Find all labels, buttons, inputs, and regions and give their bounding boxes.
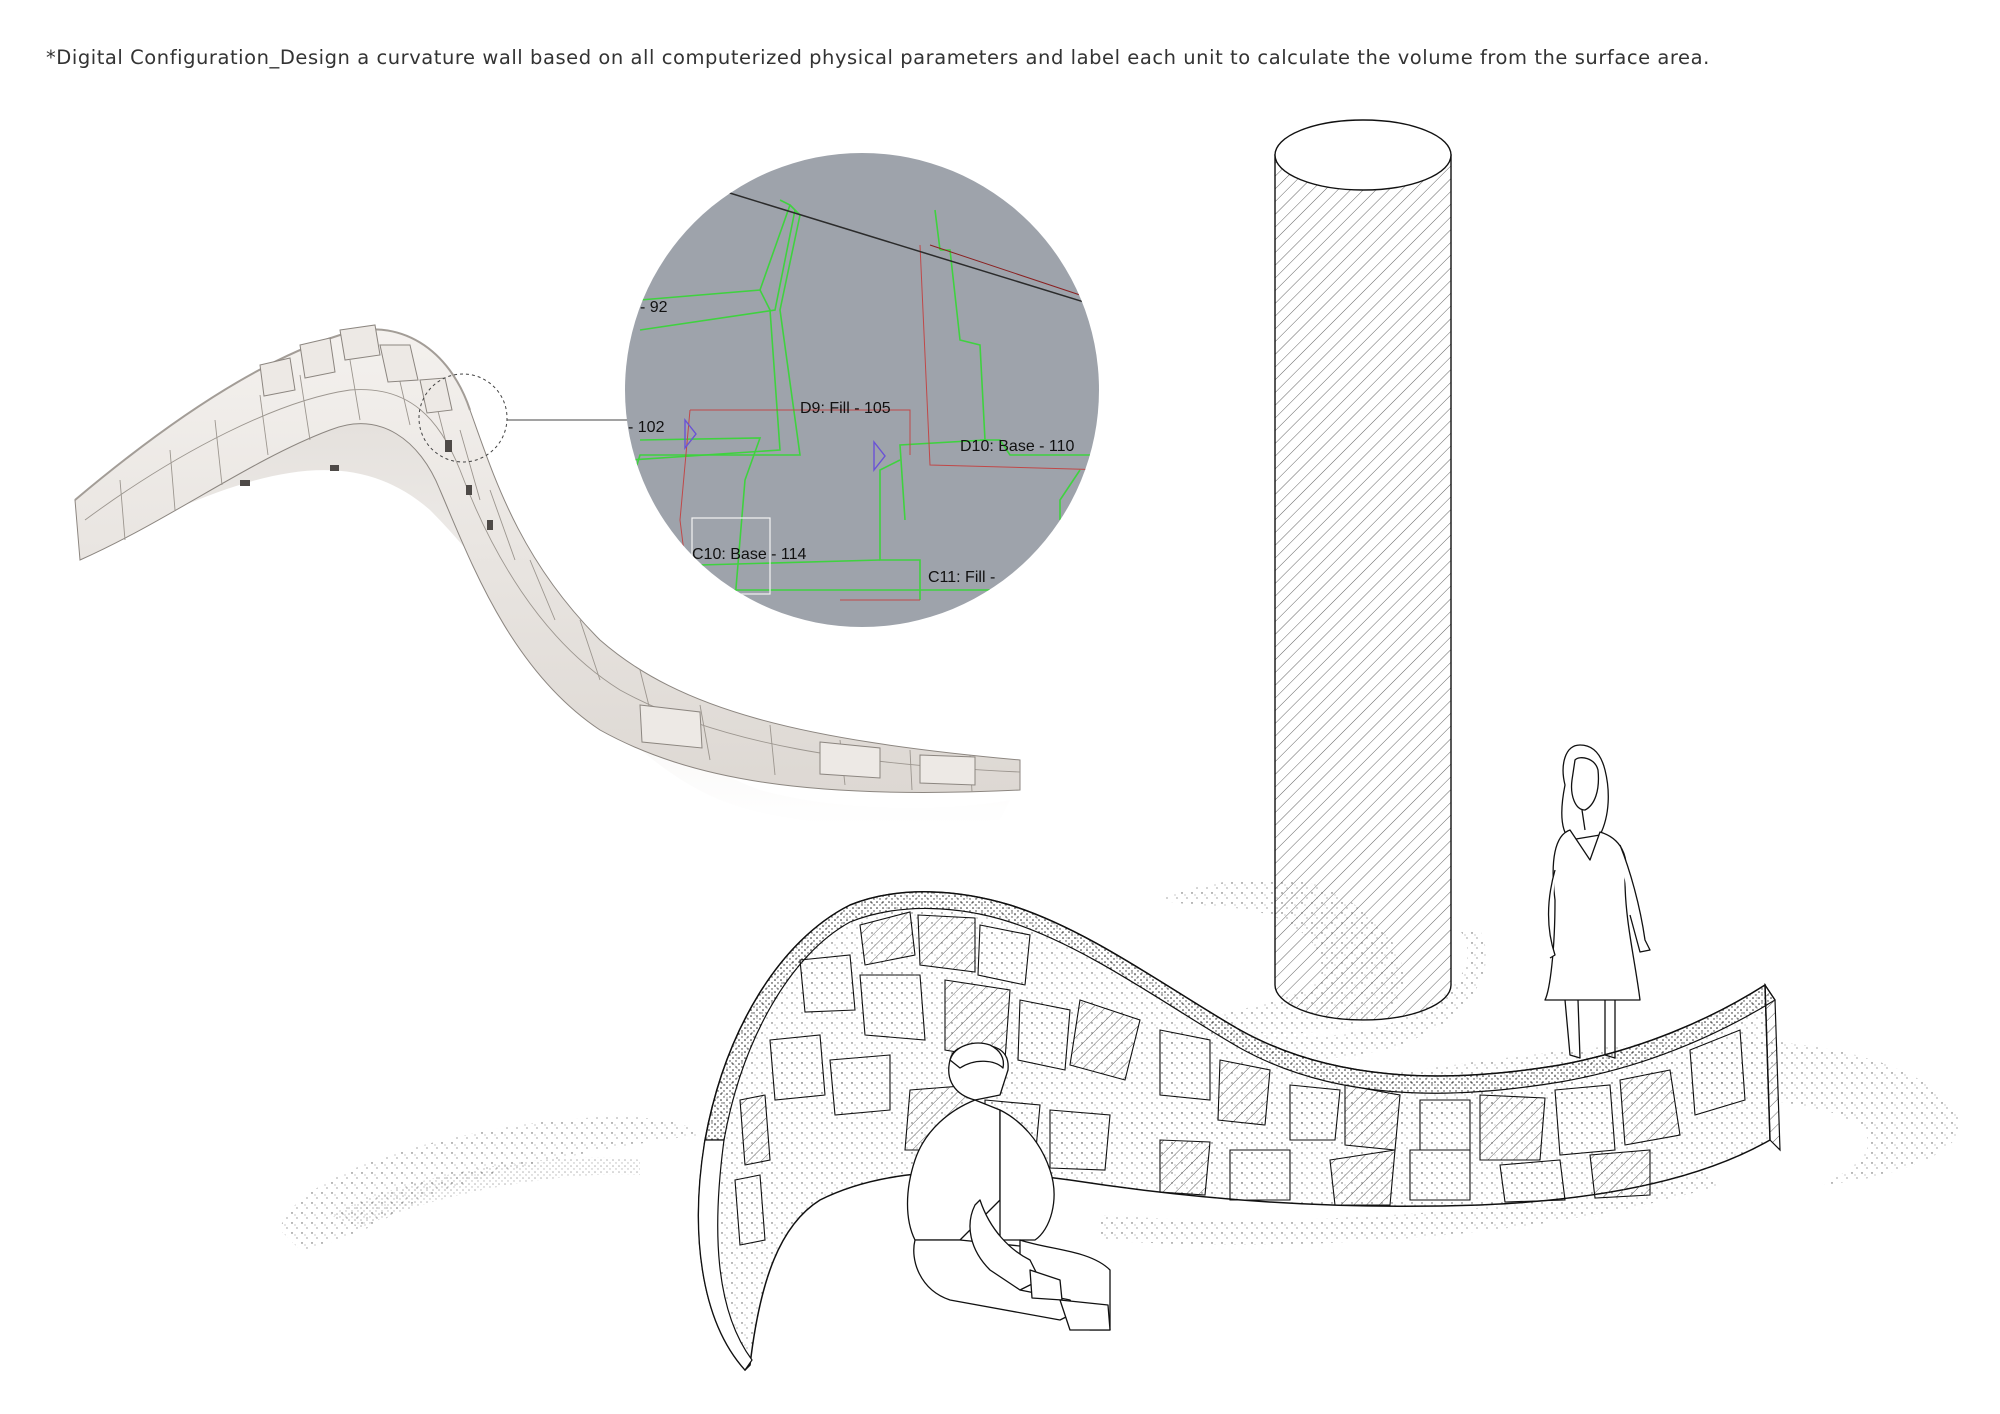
unit-marker-icon	[684, 417, 697, 451]
wall-gaps	[240, 440, 493, 530]
unit-marker-icon	[873, 439, 886, 473]
seated-person-figure	[906, 1042, 1111, 1331]
zoom-label: D9: Fill - 105	[800, 400, 891, 417]
wall-end-cap	[697, 1139, 753, 1371]
zoom-label: D10: Base - 110	[960, 438, 1075, 455]
zoom-label: C11: Fill -	[928, 569, 995, 586]
wall-end-cap	[1764, 982, 1781, 1152]
figure-caption: *Digital Configuration_Design a curvatur…	[46, 46, 1710, 69]
curvature-wall-drawing	[697, 891, 1781, 1372]
zoom-label: - 102	[628, 419, 665, 436]
wall-unit-seams	[84, 359, 1021, 793]
standing-person-figure	[1544, 744, 1651, 1059]
zoom-detail-view: - 92 - 102 D9: Fill - 105 D10: Base - 11…	[625, 153, 1099, 627]
wall-units	[734, 911, 1746, 1246]
rendered-wall-model	[74, 324, 1021, 826]
zoom-label: C10: Base - 114	[692, 546, 807, 563]
zoom-label: - 92	[640, 299, 668, 316]
wall-protruding-units	[259, 324, 976, 786]
cylindrical-column	[1274, 119, 1452, 1021]
detail-callout-circle	[418, 373, 508, 463]
